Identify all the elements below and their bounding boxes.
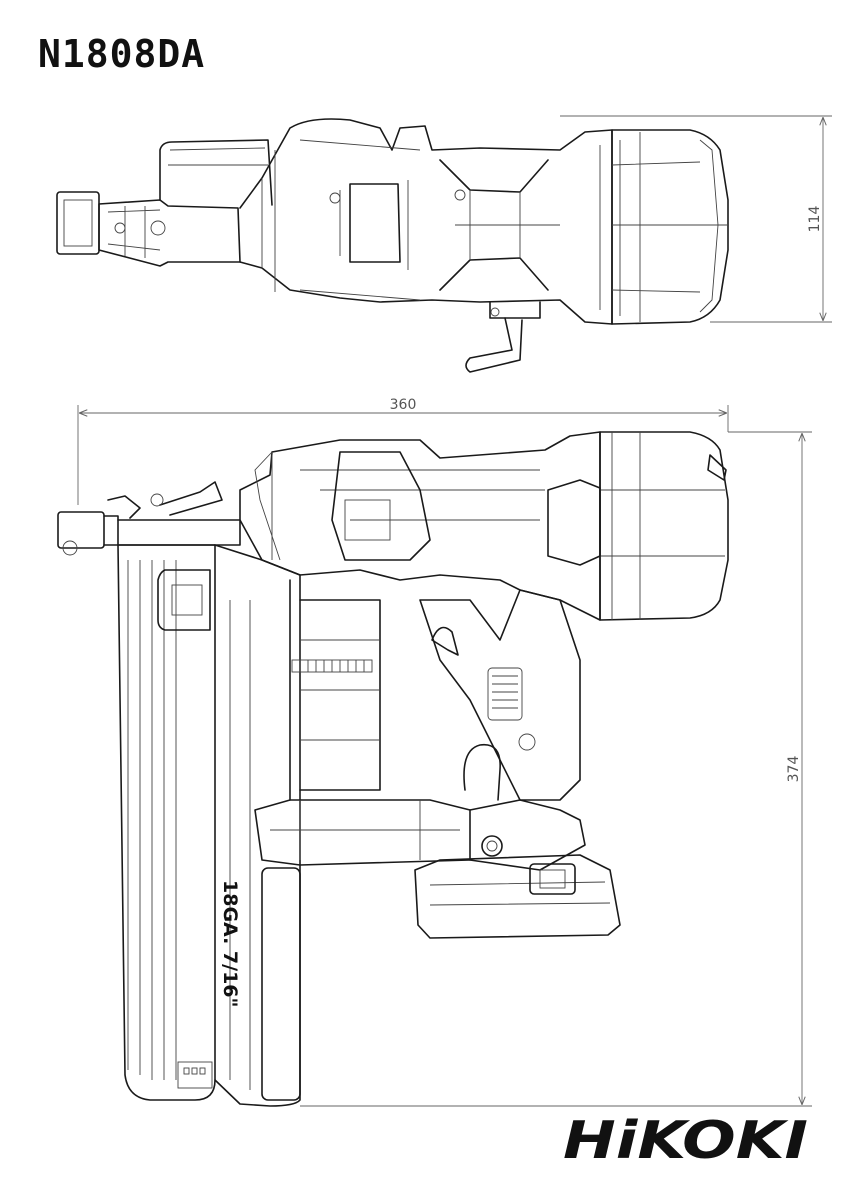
side-view: 360 18GA. 7/16" [57, 397, 812, 1107]
depth-label: 114 [807, 206, 823, 233]
dimension-height: 374 [300, 431, 812, 1107]
side-view-base [254, 799, 586, 871]
side-view-battery [414, 854, 621, 939]
svg-text:HiKOKI: HiKOKI [563, 1111, 808, 1171]
top-view-nose [56, 191, 241, 267]
side-view-magazine: 18GA. 7/16" [117, 544, 301, 1107]
side-view-nose [57, 481, 241, 556]
vent-slots [291, 659, 373, 673]
top-view-magazine [159, 139, 273, 206]
side-view-motor-cap [547, 431, 729, 621]
top-view: 114 [56, 115, 832, 373]
height-label: 374 [786, 756, 802, 783]
dimension-depth: 114 [560, 115, 832, 323]
brand-logo: HiKOKI [563, 1111, 808, 1171]
top-view-belt-hook [465, 301, 541, 373]
model-title: N1808DA [38, 32, 206, 76]
top-view-motor-cap [599, 129, 729, 325]
dimension-length: 360 [77, 397, 729, 505]
side-view-handle [419, 589, 581, 801]
side-view-body [239, 431, 601, 801]
magazine-gauge-label: 18GA. 7/16" [219, 880, 241, 1007]
length-label: 360 [390, 397, 417, 413]
top-view-body [239, 118, 613, 325]
